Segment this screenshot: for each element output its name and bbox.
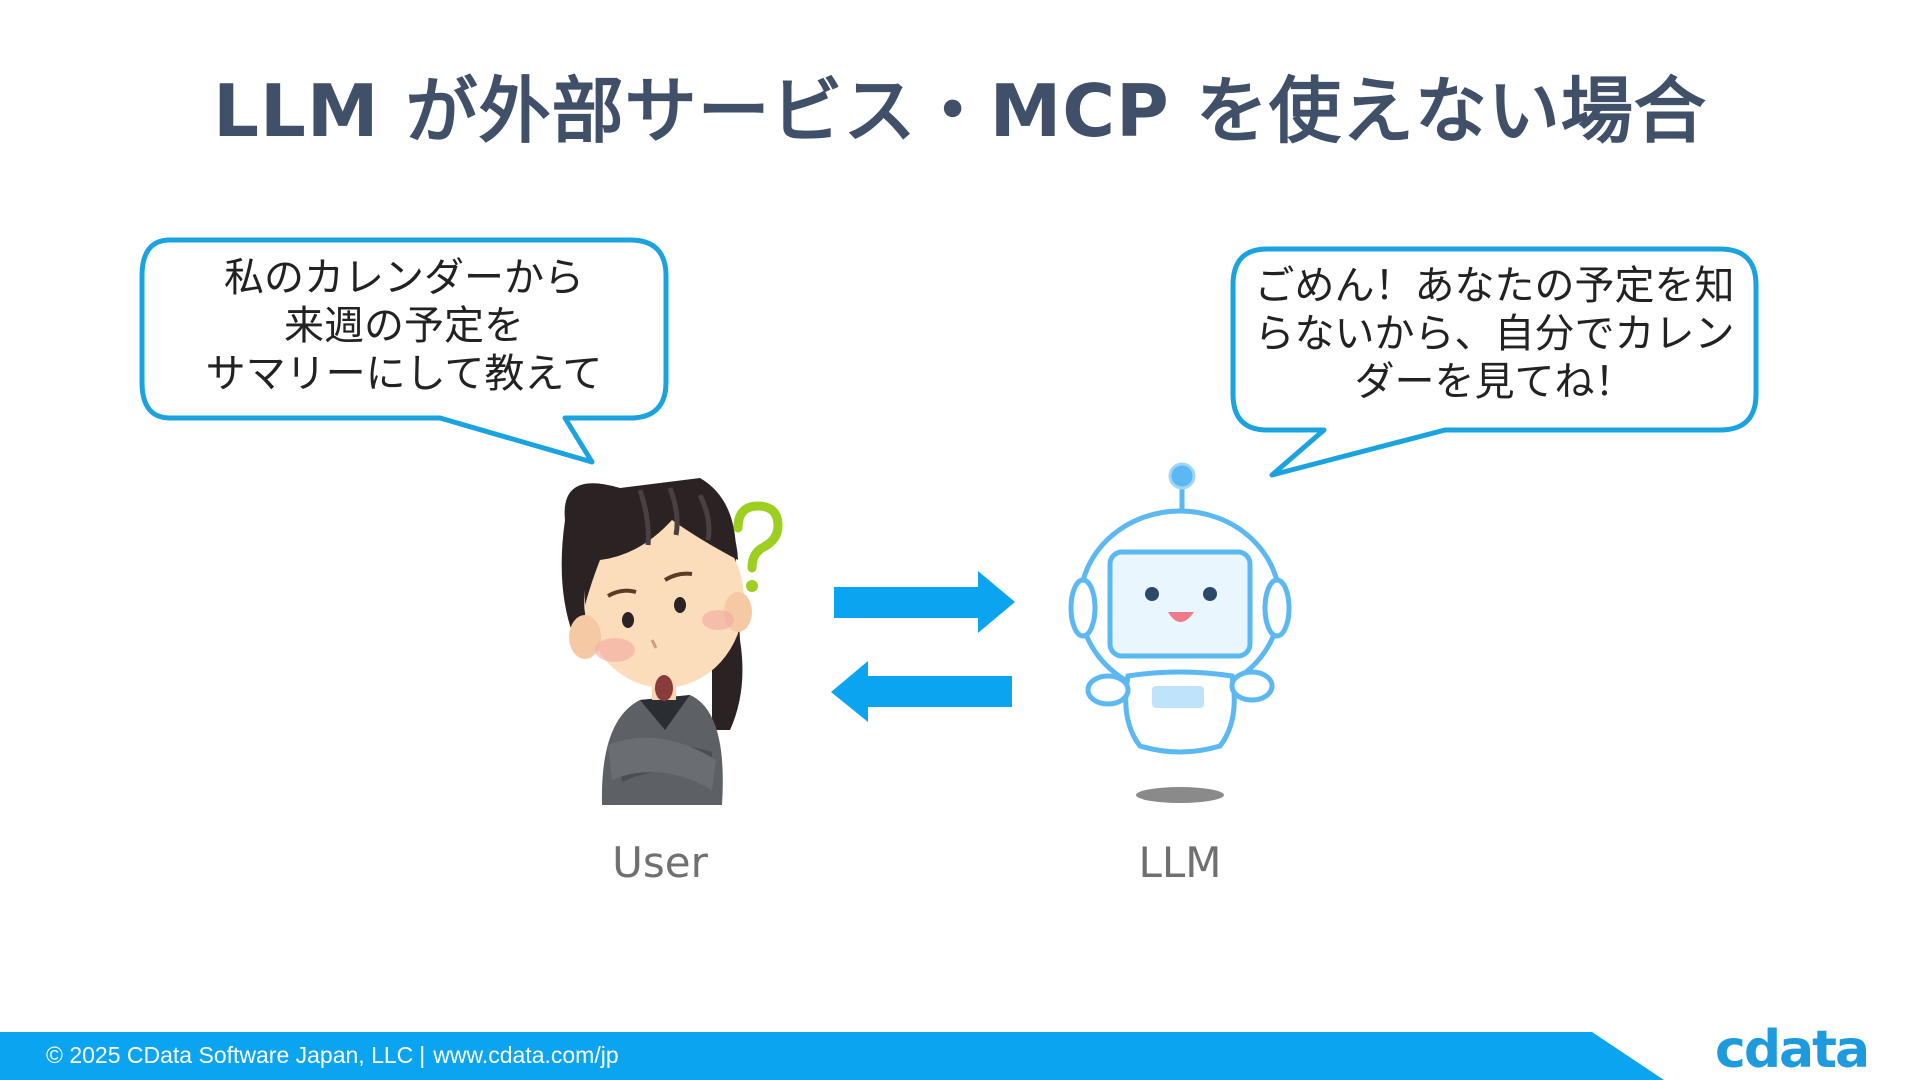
user-speech-bubble — [139, 237, 669, 465]
user-request-line: サマリーにして教えて — [205, 351, 603, 397]
user-illustration — [561, 478, 752, 805]
user-request-text: 私のカレンダーから 来週の予定を サマリーにして教えて — [145, 254, 663, 398]
user-request-line: 私のカレンダーから — [224, 255, 584, 301]
footer-url[interactable]: www.cdata.com/jp — [433, 1042, 619, 1068]
llm-robot-illustration — [1068, 462, 1292, 803]
cdata-logo: cdata — [1715, 1020, 1870, 1080]
user-label: User — [612, 838, 708, 887]
llm-response-line: ごめん！あなたの予定を知 — [1254, 263, 1735, 309]
llm-speech-bubble — [1230, 246, 1759, 478]
arrow-right-icon — [834, 571, 1015, 633]
llm-response-line: ダーを見てね！ — [1354, 359, 1635, 405]
arrow-left-icon — [831, 661, 1012, 722]
question-mark-icon — [733, 501, 783, 592]
llm-response-text: ごめん！あなたの予定を知 らないから、自分でカレン ダーを見てね！ — [1236, 262, 1753, 406]
llm-response-line: らないから、自分でカレン — [1254, 311, 1735, 357]
llm-label: LLM — [1138, 838, 1222, 887]
user-request-line: 来週の予定を — [284, 303, 524, 349]
footer-band — [0, 1032, 1664, 1080]
footer-copyright-line: © 2025 CData Software Japan, LLC| www.cda… — [46, 1042, 619, 1069]
footer-copyright: © 2025 CData Software Japan, LLC — [46, 1042, 414, 1068]
slide-title: LLM が外部サービス・MCP を使えない場合 — [213, 69, 1707, 153]
footer-separator: | — [419, 1042, 426, 1068]
